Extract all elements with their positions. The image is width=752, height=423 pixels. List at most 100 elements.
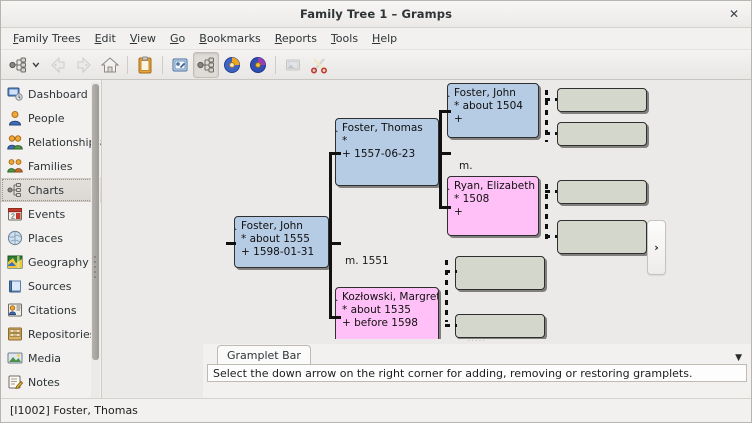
status-bar: [I1002] Foster, Thomas: [1, 398, 751, 422]
dropdown-arrow-icon[interactable]: [31, 52, 45, 78]
toolbar: [1, 50, 751, 80]
reports-icon[interactable]: [219, 52, 245, 78]
connector-line: [439, 110, 442, 155]
sidebar-item-label: Citations: [28, 303, 77, 317]
sidebar-item-citations[interactable]: Citations: [1, 298, 101, 322]
menu-help[interactable]: Help: [372, 32, 398, 45]
sidebar-item-dashboard[interactable]: Dashboard: [1, 82, 101, 106]
sidebar-item-sources[interactable]: Sources: [1, 274, 101, 298]
sidebar-item-label: People: [28, 111, 65, 125]
person-box-foster-thomas[interactable]: Foster, Thomas*+ 1557-06-23: [335, 118, 439, 186]
connector-line: [226, 242, 236, 245]
connector-line-dashed: [445, 270, 457, 273]
connector-line: [439, 110, 451, 113]
sidebar-item-places[interactable]: Places: [1, 226, 101, 250]
connector-line-dashed: [545, 190, 557, 193]
sidebar-scrollbar-thumb[interactable]: [92, 84, 99, 360]
scissors-icon[interactable]: [306, 52, 332, 78]
connector-line: [439, 206, 451, 209]
person-tree-icon[interactable]: [5, 52, 31, 78]
empty-person-box-1[interactable]: [557, 88, 647, 112]
sidebar-item-repositories[interactable]: Repositories: [1, 322, 101, 346]
corner-fold-icon: [336, 119, 349, 132]
connector-line-dashed: [545, 132, 557, 135]
places-icon: [7, 230, 23, 246]
menu-family-trees[interactable]: Family Trees: [13, 32, 81, 45]
clipboard-icon[interactable]: [132, 52, 158, 78]
sidebar-item-label: Dashboard: [28, 87, 88, 101]
gramplet-bar: ····· Gramplet Bar ▼ Select the down arr…: [203, 338, 751, 398]
sidebar-item-charts[interactable]: Charts: [1, 178, 101, 202]
add-person-icon[interactable]: [167, 52, 193, 78]
person-box-foster-john-1555[interactable]: Foster, John* about 1555+ 1598-01-31: [234, 216, 329, 268]
person-box-ryan-elizabeth[interactable]: Ryan, Elizabeth* 1508+: [447, 176, 539, 236]
close-icon[interactable]: ✕: [728, 7, 740, 21]
person-death: + 1598-01-31: [241, 246, 315, 258]
corner-fold-icon: [448, 84, 461, 97]
gramplet-bar-resize-handle[interactable]: ·····: [203, 337, 751, 345]
menu-reports[interactable]: Reports: [274, 32, 317, 45]
person-box-kozlowski-margret[interactable]: Kozłowski, Margret* about 1535+ before 1…: [335, 287, 439, 347]
sidebar-item-relationships[interactable]: Relationships: [1, 130, 101, 154]
grip-dots-icon: [94, 256, 96, 278]
window-title: Family Tree 1 – Gramps: [299, 7, 453, 21]
connector-line: [439, 152, 442, 206]
connector-line: [329, 152, 332, 245]
separator-2: [162, 55, 163, 74]
sidebar-item-geography[interactable]: Geography: [1, 250, 101, 274]
menu-view[interactable]: View: [129, 32, 156, 45]
menu-bookmarks[interactable]: Bookmarks: [199, 32, 261, 45]
home-icon[interactable]: [97, 52, 123, 78]
sidebar-item-notes[interactable]: Notes: [1, 370, 101, 394]
empty-person-box-2[interactable]: [557, 122, 647, 146]
marriage-label-upper: m.: [459, 160, 473, 172]
marriage-label-center: m. 1551: [345, 255, 389, 267]
empty-person-box-5[interactable]: [455, 256, 545, 290]
connector-line: [439, 152, 451, 155]
empty-person-box-6[interactable]: [455, 314, 545, 338]
citations-icon: [7, 302, 23, 318]
chevron-down-icon[interactable]: ▼: [735, 353, 742, 363]
gramplet-bar-message: Select the down arrow on the right corne…: [207, 364, 747, 382]
menu-go[interactable]: Go: [170, 32, 186, 45]
sidebar-item-media[interactable]: Media: [1, 346, 101, 370]
connector-line-dashed: [445, 260, 448, 322]
title-bar: Family Tree 1 – Gramps ✕: [1, 1, 751, 28]
sidebar-item-label: Media: [28, 351, 62, 365]
repositories-icon: [7, 326, 23, 342]
chevron-right-icon: ›: [654, 241, 659, 254]
sidebar-item-people[interactable]: People: [1, 106, 101, 130]
tools-icon[interactable]: [245, 52, 271, 78]
menu-edit[interactable]: Edit: [94, 32, 116, 45]
sidebar-scrollbar-grip[interactable]: [91, 250, 100, 284]
charts-icon[interactable]: [193, 51, 219, 78]
notes-icon: [7, 374, 23, 390]
connector-line: [329, 152, 341, 155]
person-death: + before 1598: [342, 317, 418, 329]
person-name: Foster, John: [454, 87, 516, 99]
person-box-foster-john-1504[interactable]: Foster, John* about 1504+: [447, 83, 539, 138]
resize-grip-dots-icon: ·····: [467, 337, 487, 345]
sidebar-scrollbar[interactable]: [91, 82, 100, 398]
person-birth: * 1508: [454, 193, 490, 205]
sidebar-item-families[interactable]: Families: [1, 154, 101, 178]
sidebar-item-label: Sources: [28, 279, 72, 293]
events-icon: 2: [7, 206, 23, 222]
menu-tools[interactable]: Tools: [330, 32, 359, 45]
empty-person-box-3[interactable]: [557, 180, 647, 204]
back-icon: [45, 52, 71, 78]
media-icon: [7, 350, 23, 366]
media-icon: [280, 52, 306, 78]
sidebar-item-label: Relationships: [28, 135, 102, 149]
chart-next-button[interactable]: ›: [647, 220, 666, 275]
sidebar-item-label: Places: [28, 231, 63, 245]
empty-person-box-4[interactable]: [557, 220, 647, 254]
families-icon: [7, 158, 23, 174]
dashboard-icon: [7, 86, 23, 102]
connector-line: [329, 316, 341, 319]
tab-gramplet-bar[interactable]: Gramplet Bar: [217, 345, 311, 364]
